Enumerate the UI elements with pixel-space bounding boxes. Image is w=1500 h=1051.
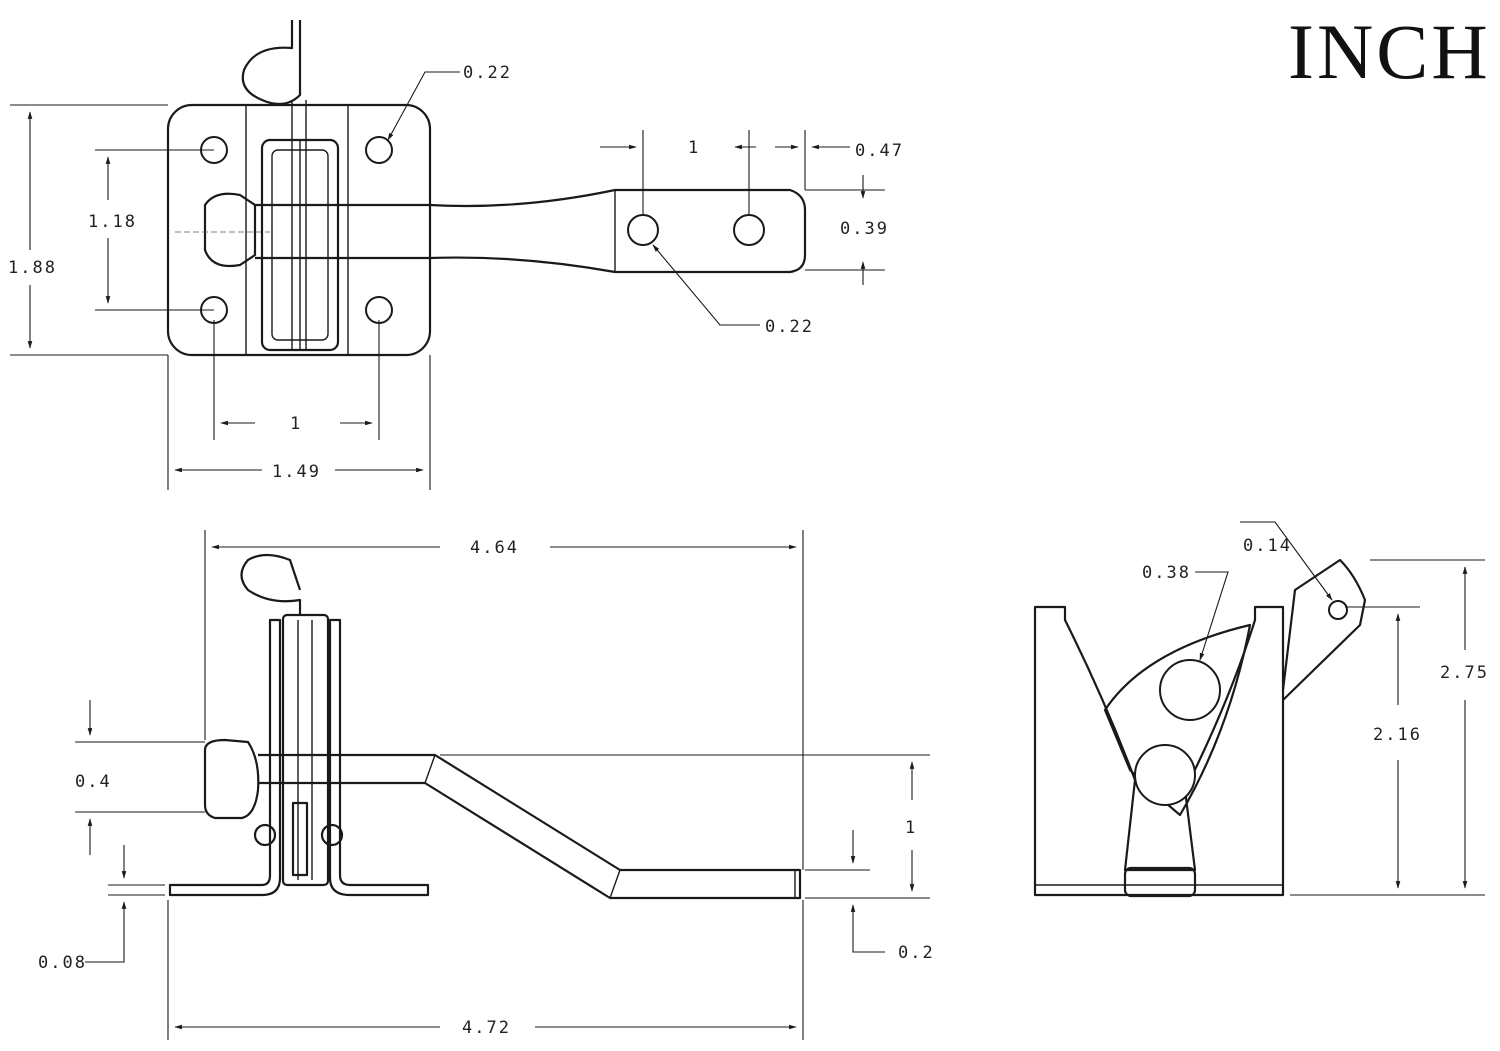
- end-pin-hole: [1328, 600, 1348, 620]
- latch-knob: [203, 192, 257, 268]
- end-pivot-hole: [1159, 659, 1221, 721]
- side-upright: [281, 613, 330, 887]
- dim-bolt-hole-spacing: 1: [688, 138, 700, 158]
- dim-overall-height: 2.75: [1440, 663, 1489, 683]
- side-knob: [203, 738, 260, 820]
- end-tab: [1281, 558, 1367, 701]
- unit-label: INCH: [1288, 8, 1491, 95]
- slide-bolt: [255, 188, 807, 274]
- end-bolt-section: [1123, 866, 1197, 898]
- mount-hole: [365, 136, 393, 164]
- dim-hole-spacing-horizontal: 1: [290, 414, 302, 434]
- dim-overall-length-upper: 4.64: [470, 538, 519, 558]
- top-view: 1.88 1.18 0.22 1 1.49 1 0.47: [8, 20, 904, 490]
- end-view: 0.14 0.38 2.16 2.75: [1033, 521, 1489, 898]
- dim-bolt-end-offset: 0.47: [855, 141, 904, 161]
- side-base-right: [328, 618, 430, 897]
- dim-pin-hole: 0.14: [1243, 536, 1292, 556]
- handle-loop: [241, 20, 302, 106]
- dim-pivot-hole: 0.38: [1142, 563, 1191, 583]
- end-lower-hole: [1134, 744, 1196, 806]
- bolt-hole: [733, 214, 765, 246]
- mount-hole: [365, 296, 393, 324]
- dim-mount-hole-diameter: 0.22: [463, 63, 512, 83]
- dim-body-height: 2.16: [1373, 725, 1422, 745]
- dim-overall-length-lower: 4.72: [462, 1018, 511, 1038]
- side-base-left: [168, 618, 282, 897]
- dim-hole-spacing-vertical: 1.18: [88, 212, 137, 232]
- side-pin: [291, 801, 309, 877]
- dim-plate-thickness: 0.08: [38, 953, 87, 973]
- side-view: 4.64 0.4 0.08 1 0.2 4.72: [38, 530, 935, 1040]
- dim-bolt-hole-diameter: 0.22: [765, 317, 814, 337]
- dim-bolt-thickness: 0.2: [898, 943, 935, 963]
- side-bolt: [258, 753, 802, 900]
- dim-bolt-width: 0.39: [840, 219, 889, 239]
- bolt-hole: [627, 214, 659, 246]
- dim-plate-width: 1.49: [272, 462, 321, 482]
- dim-plate-height: 1.88: [8, 258, 57, 278]
- dim-bolt-drop: 1: [905, 818, 917, 838]
- side-handle-loop: [240, 553, 302, 615]
- dim-knob-height: 0.4: [75, 772, 112, 792]
